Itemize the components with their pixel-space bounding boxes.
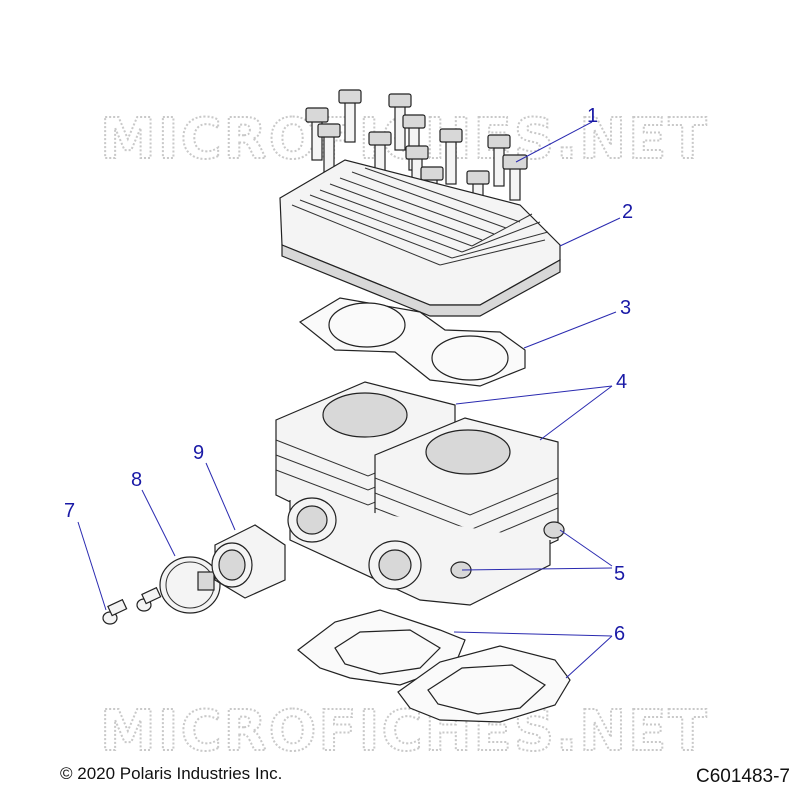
screws [102, 586, 162, 625]
watermark-bottom: MICROFICHES.NET [100, 699, 709, 764]
callout-1: 1 [587, 105, 598, 127]
diagram-code: C601483-7 [695, 766, 790, 787]
head-bolts [305, 89, 528, 221]
leader-lines [77, 121, 621, 679]
intake-boot [211, 524, 286, 599]
callout-9: 9 [193, 442, 204, 464]
callout-2: 2 [622, 201, 633, 223]
callout-7: 7 [64, 500, 75, 522]
base-gaskets [297, 609, 571, 723]
callout-6: 6 [614, 623, 625, 645]
clamp [159, 556, 221, 614]
callout-5: 5 [614, 563, 625, 585]
copyright-text: © 2020 Polaris Industries Inc. [60, 764, 283, 783]
callout-3: 3 [620, 297, 631, 319]
callout-4: 4 [616, 371, 627, 393]
head-gasket [298, 297, 526, 387]
callout-8: 8 [131, 469, 142, 491]
cylinders [275, 381, 559, 606]
cylinder-head [279, 159, 561, 317]
